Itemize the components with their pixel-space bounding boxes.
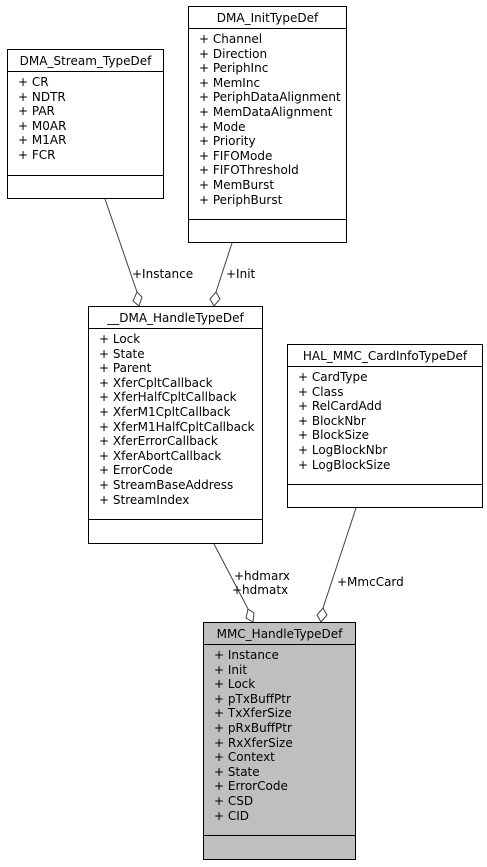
field: + CR: [18, 75, 49, 89]
field: + ErrorCode: [99, 463, 173, 478]
class-dma-inittypedef[interactable]: DMA_InitTypeDef + Channel + Direction + …: [188, 6, 347, 243]
field: + MemBurst: [199, 177, 275, 192]
field: + CardType: [298, 370, 368, 384]
field: + pRxBuffPtr: [214, 720, 292, 735]
field: + FIFOThreshold: [199, 163, 299, 178]
field: + PeriphBurst: [199, 192, 283, 207]
field: + Instance: [214, 648, 279, 662]
field: + MemDataAlignment: [199, 104, 333, 119]
field: + FIFOMode: [199, 148, 273, 163]
class-title: __DMA_HandleTypeDef: [89, 307, 262, 329]
field: + Priority: [199, 134, 256, 149]
class-hal-mmc-cardinfotypedef[interactable]: HAL_MMC_CardInfoTypeDef + CardType + Cla…: [287, 344, 483, 508]
field: + BlockNbr: [298, 413, 366, 428]
edge-label-init: +Init: [226, 267, 256, 281]
edge-label-hdmarx: +hdmarx: [234, 569, 291, 583]
field: + LogBlockNbr: [298, 442, 388, 457]
field: + M0AR: [18, 118, 67, 133]
edge-label-mmccard: +MmcCard: [337, 575, 404, 589]
aggregation-diamond-hdma: [245, 608, 255, 623]
class-title: DMA_InitTypeDef: [189, 7, 346, 29]
field: + CSD: [214, 793, 254, 808]
field: + ErrorCode: [214, 779, 288, 794]
field: + TxXferSize: [214, 706, 292, 721]
edge-label-instance: +Instance: [132, 267, 194, 281]
field: + Lock: [99, 332, 141, 346]
field: + M1AR: [18, 133, 67, 148]
field: + State: [99, 346, 145, 361]
field: + XferHalfCpltCallback: [99, 390, 237, 405]
field: + LogBlockSize: [298, 457, 391, 472]
field: + Init: [214, 662, 248, 677]
class-title: HAL_MMC_CardInfoTypeDef: [288, 345, 482, 367]
field: + Class: [298, 384, 344, 399]
field: + Lock: [214, 677, 256, 692]
field: + FCR: [18, 147, 56, 162]
class-fields: + Lock + State + Parent + XferCpltCallba…: [89, 329, 262, 520]
field: + RelCardAdd: [298, 399, 382, 414]
class-title: DMA_Stream_TypeDef: [8, 50, 163, 72]
class-fields: + Instance + Init + Lock + pTxBuffPtr + …: [204, 645, 355, 836]
edge-init: [215, 242, 233, 293]
field: + XferCpltCallback: [99, 375, 213, 390]
field: + NDTR: [18, 89, 66, 104]
field: + XferM1HalfCpltCallback: [99, 419, 255, 434]
field: + pTxBuffPtr: [214, 691, 291, 706]
class-dma-handletypedef[interactable]: __DMA_HandleTypeDef + Lock + State + Par…: [88, 306, 263, 544]
field: + PeriphInc: [199, 61, 269, 76]
field: + PeriphDataAlignment: [199, 90, 341, 105]
field: + Direction: [199, 46, 268, 61]
field: + XferAbortCallback: [99, 448, 222, 463]
field: + XferM1CpltCallback: [99, 404, 231, 419]
class-dma-stream-typedef[interactable]: DMA_Stream_TypeDef + CR + NDTR + PAR + M…: [7, 49, 164, 199]
field: + PAR: [18, 104, 55, 119]
class-fields: + CR + NDTR + PAR + M0AR + M1AR + FCR: [8, 72, 163, 176]
class-fields: + Channel + Direction + PeriphInc + MemI…: [189, 29, 346, 220]
field: + CID: [214, 808, 250, 823]
aggregation-diamond-instance: [132, 291, 143, 307]
edge-label-hdmatx: +hdmatx: [232, 583, 289, 597]
field: + XferErrorCallback: [99, 434, 218, 449]
field: + StreamIndex: [99, 492, 190, 507]
edge-hdma: [213, 543, 249, 610]
field: + State: [214, 764, 260, 779]
field: + Channel: [199, 32, 263, 46]
field: + Mode: [199, 119, 246, 134]
field: + MemInc: [199, 75, 261, 90]
field: + Parent: [99, 361, 152, 376]
class-mmc-handletypedef[interactable]: MMC_HandleTypeDef + Instance + Init + Lo…: [203, 622, 356, 860]
class-title: MMC_HandleTypeDef: [204, 623, 355, 645]
field: + Context: [214, 750, 275, 765]
edge-mmccard: [322, 507, 357, 609]
field: + BlockSize: [298, 428, 369, 443]
field: + StreamBaseAddress: [99, 477, 234, 492]
aggregation-diamond-init: [209, 291, 221, 307]
class-fields: + CardType + Class + RelCardAdd + BlockN…: [288, 367, 482, 485]
aggregation-diamond-mmccard: [316, 607, 328, 623]
field: + RxXferSize: [214, 735, 293, 750]
edge-instance: [104, 198, 138, 293]
